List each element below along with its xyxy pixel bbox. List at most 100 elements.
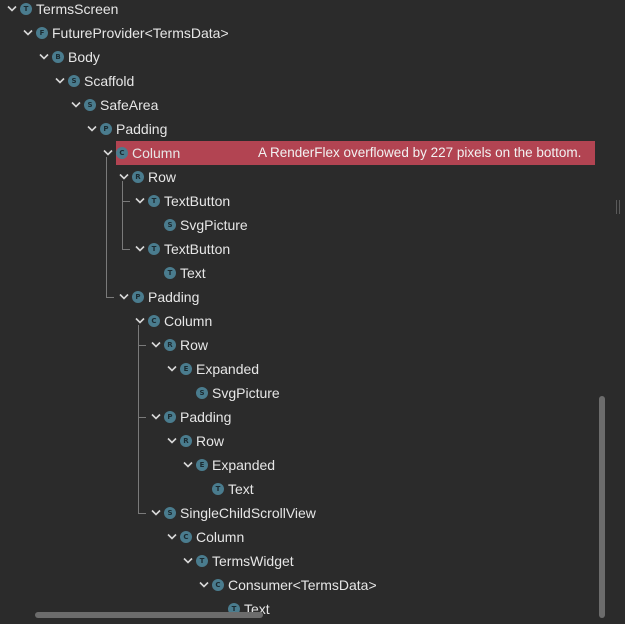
tree-node-label[interactable]: SvgPicture	[180, 217, 248, 233]
tree-guide-elbow	[138, 345, 146, 346]
tree-node[interactable]: T Text	[0, 477, 600, 501]
chevron-down-icon[interactable]	[134, 189, 146, 213]
widget-type-badge-icon: C	[148, 315, 160, 327]
tree-node[interactable]: C Column	[0, 309, 600, 333]
chevron-down-icon[interactable]	[134, 237, 146, 261]
chevron-down-icon[interactable]	[134, 309, 146, 333]
tree-node[interactable]: T TermsScreen	[0, 0, 600, 21]
tree-node-label[interactable]: Expanded	[196, 361, 260, 377]
tree-node[interactable]: R Row	[0, 333, 600, 357]
tree-node-label[interactable]: TextButton	[164, 193, 231, 209]
tree-node-label[interactable]: SingleChildScrollView	[180, 505, 316, 521]
widget-type-badge-icon: S	[68, 75, 80, 87]
tree-node-label[interactable]: TermsWidget	[212, 553, 294, 569]
widget-type-badge-icon: F	[36, 27, 48, 39]
tree-node[interactable]: S SvgPicture	[0, 213, 600, 237]
tree-node-label[interactable]: Text	[180, 265, 206, 281]
widget-type-badge-icon: S	[196, 387, 208, 399]
widget-type-badge-icon: S	[84, 99, 96, 111]
tree-node-label[interactable]: Column	[164, 313, 213, 329]
tree-node[interactable]: F FutureProvider<TermsData>	[0, 21, 600, 45]
widget-type-badge-icon: T	[148, 243, 160, 255]
widget-type-badge-icon: C	[212, 579, 224, 591]
chevron-down-icon[interactable]	[198, 573, 210, 597]
horizontal-scrollbar-thumb[interactable]	[35, 612, 263, 618]
widget-type-badge-icon: T	[196, 555, 208, 567]
chevron-down-icon[interactable]	[166, 429, 178, 453]
tree-guide-line	[138, 325, 139, 513]
widget-type-badge-icon: C	[116, 147, 128, 159]
tree-node-label[interactable]: Column	[196, 529, 245, 545]
widget-type-badge-icon: S	[164, 219, 176, 231]
tree-node-label[interactable]: Row	[180, 337, 209, 353]
tree-node-label[interactable]: SvgPicture	[212, 385, 280, 401]
chevron-down-icon[interactable]	[70, 93, 82, 117]
tree-node[interactable]: C Consumer<TermsData>	[0, 573, 600, 597]
chevron-down-icon[interactable]	[150, 501, 162, 525]
panel-splitter-handle[interactable]	[615, 200, 621, 214]
widget-type-badge-icon: R	[132, 171, 144, 183]
tree-guide-elbow	[106, 297, 114, 298]
widget-type-badge-icon: P	[100, 123, 112, 135]
tree-node-label[interactable]: Scaffold	[84, 73, 135, 89]
chevron-down-icon[interactable]	[38, 45, 50, 69]
widget-type-badge-icon: B	[52, 51, 64, 63]
tree-guide-elbow	[138, 513, 146, 514]
chevron-down-icon[interactable]	[150, 405, 162, 429]
widget-type-badge-icon: T	[164, 267, 176, 279]
tree-node[interactable]: R Row	[0, 165, 600, 189]
tree-guide-elbow	[138, 417, 146, 418]
tree-node-label[interactable]: Text	[228, 481, 254, 497]
tree-node-label[interactable]: Expanded	[212, 457, 276, 473]
chevron-down-icon[interactable]	[182, 549, 194, 573]
tree-node[interactable]: S Scaffold	[0, 69, 600, 93]
tree-node-label[interactable]: Padding	[148, 289, 200, 305]
widget-type-badge-icon: T	[20, 3, 32, 15]
tree-node[interactable]: S SvgPicture	[0, 381, 600, 405]
chevron-down-icon[interactable]	[22, 21, 34, 45]
chevron-down-icon[interactable]	[54, 69, 66, 93]
tree-node-label[interactable]: Body	[68, 49, 100, 65]
tree-node[interactable]: S SafeArea	[0, 93, 600, 117]
widget-type-badge-icon: T	[148, 195, 160, 207]
tree-node[interactable]: T Text	[0, 261, 600, 285]
widget-type-badge-icon: P	[132, 291, 144, 303]
chevron-down-icon[interactable]	[6, 0, 18, 21]
chevron-down-icon[interactable]	[102, 141, 114, 165]
tree-node-label[interactable]: Row	[196, 433, 225, 449]
tree-node[interactable]: P Padding	[0, 285, 600, 309]
tree-node-label[interactable]: Padding	[116, 121, 168, 137]
tree-guide-elbow	[122, 249, 130, 250]
tree-guide-line	[122, 181, 123, 249]
tree-node-label[interactable]: Padding	[180, 409, 232, 425]
chevron-down-icon[interactable]	[182, 453, 194, 477]
tree-node-label[interactable]: SafeArea	[100, 97, 159, 113]
widget-type-badge-icon: T	[212, 483, 224, 495]
tree-node-label[interactable]: Row	[148, 169, 177, 185]
tree-node-label[interactable]: TermsScreen	[36, 1, 119, 17]
vertical-scrollbar-thumb[interactable]	[599, 396, 605, 618]
chevron-down-icon[interactable]	[118, 285, 130, 309]
tree-node[interactable]: T TermsWidget	[0, 549, 600, 573]
tree-node-label[interactable]: Column	[132, 145, 181, 161]
tree-node-label[interactable]: Consumer<TermsData>	[228, 577, 377, 593]
chevron-down-icon[interactable]	[166, 357, 178, 381]
chevron-down-icon[interactable]	[86, 117, 98, 141]
tree-node[interactable]: T TextButton	[0, 237, 600, 261]
chevron-down-icon[interactable]	[150, 333, 162, 357]
chevron-down-icon[interactable]	[166, 525, 178, 549]
tree-node[interactable]: T TextButton	[0, 189, 600, 213]
tree-node-label[interactable]: FutureProvider<TermsData>	[52, 25, 229, 41]
tree-node[interactable]: B Body	[0, 45, 600, 69]
tree-node-label[interactable]: TextButton	[164, 241, 231, 257]
widget-type-badge-icon: R	[164, 339, 176, 351]
tree-node[interactable]: P Padding	[0, 117, 600, 141]
chevron-down-icon[interactable]	[118, 165, 130, 189]
